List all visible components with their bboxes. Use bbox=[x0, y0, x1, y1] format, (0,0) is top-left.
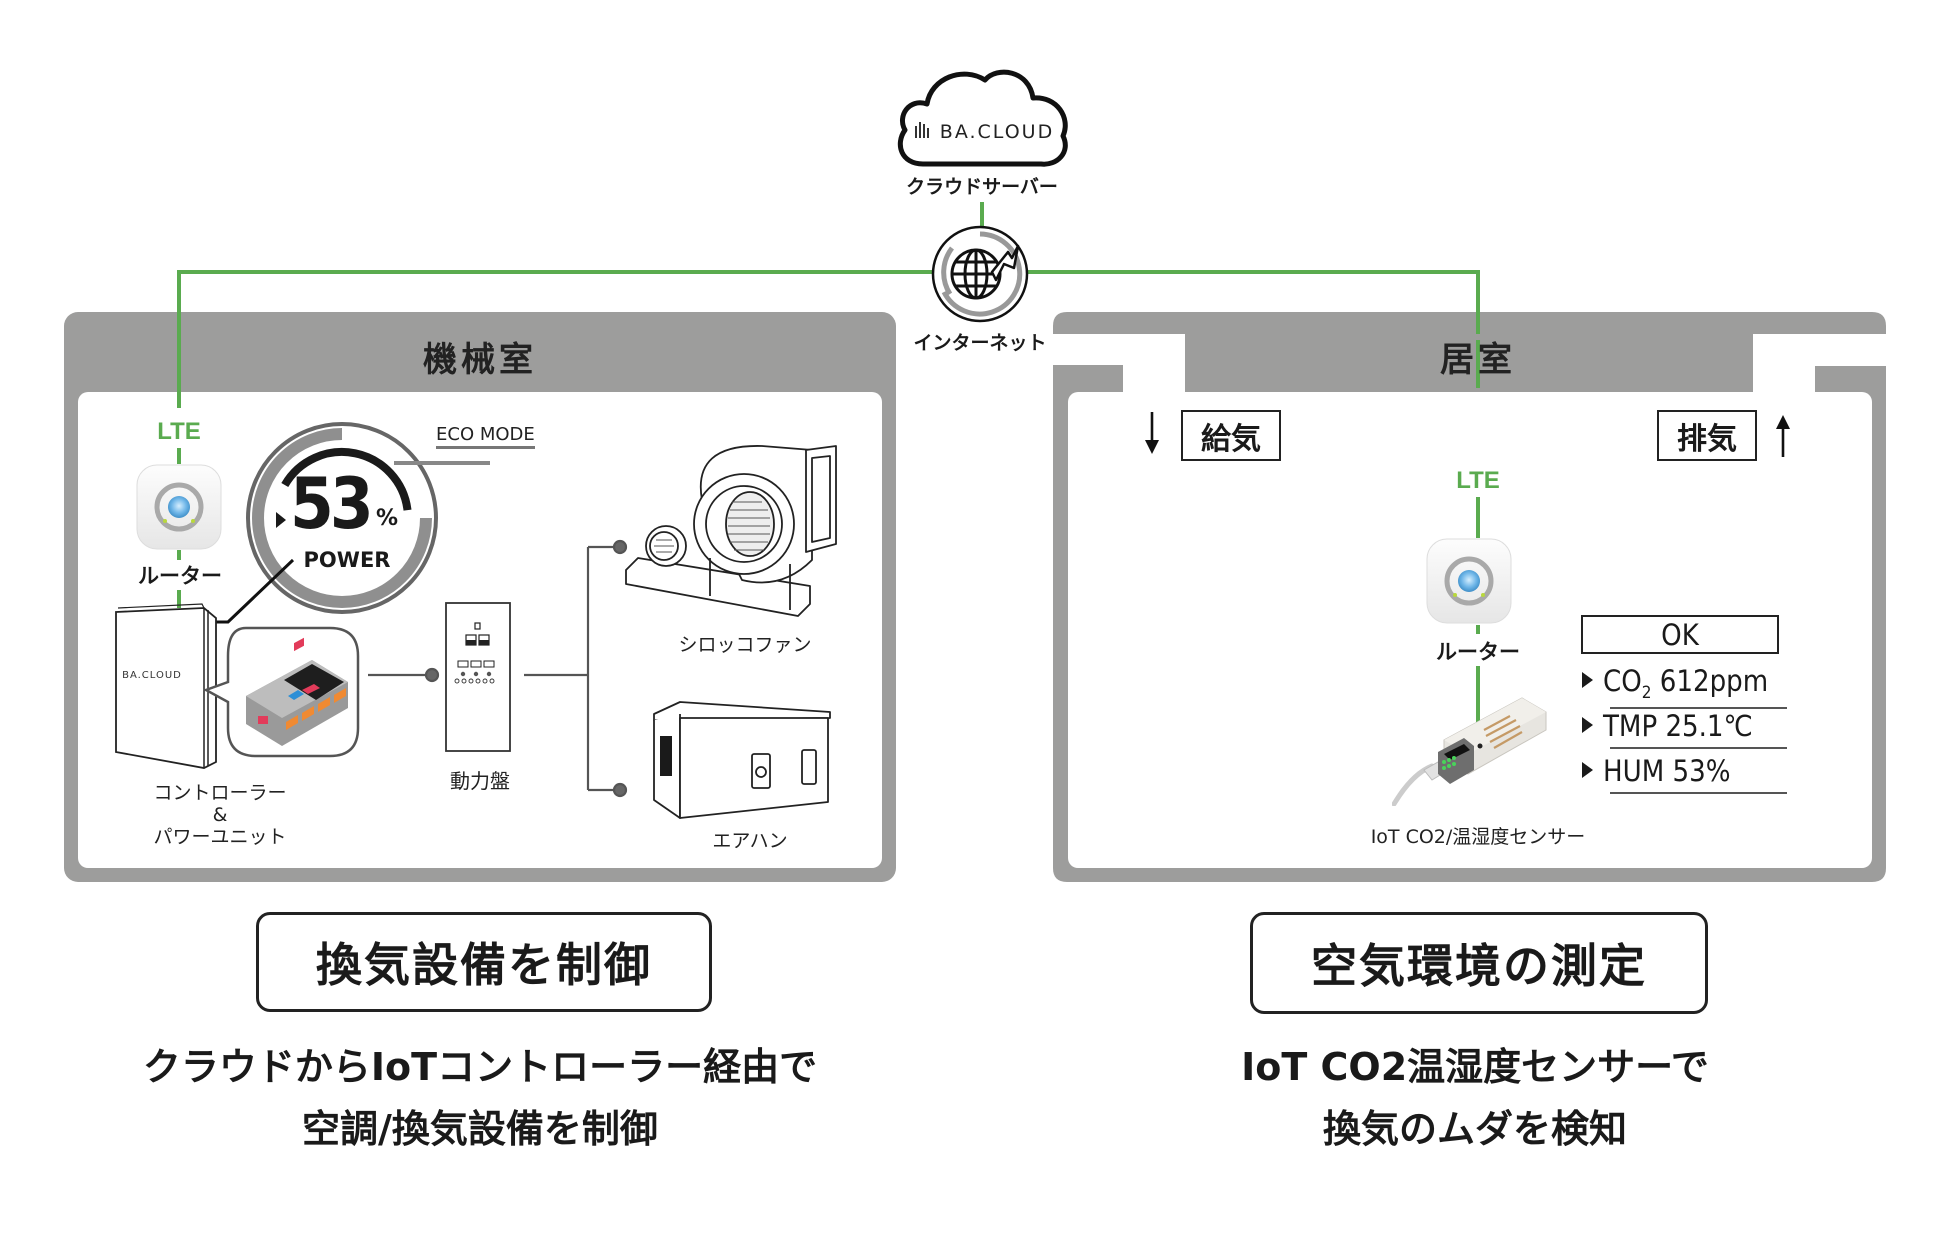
sirocco-fan-icon bbox=[625, 445, 837, 617]
controller-label-line2: & bbox=[212, 804, 228, 826]
internet-label: インターネット bbox=[913, 332, 1047, 354]
controller-device-icon bbox=[246, 637, 348, 746]
reading-co2-value: 612ppm bbox=[1651, 664, 1769, 698]
bullet-triangle-icon bbox=[1582, 717, 1593, 733]
eco-mode-label: ECO MODE bbox=[436, 424, 535, 449]
reading-underline bbox=[1610, 747, 1787, 749]
exhaust-air-label: 排気 bbox=[1657, 410, 1757, 461]
internet-globe-icon bbox=[931, 225, 1029, 323]
router-icon bbox=[136, 464, 222, 550]
living-room-router[interactable] bbox=[1425, 537, 1513, 625]
reading-co2: CO2 612ppm bbox=[1582, 664, 1787, 709]
right-feature-title: 空気環境の測定 bbox=[1250, 912, 1708, 1014]
living-room-lte-label: LTE bbox=[1438, 467, 1518, 495]
sirocco-fan-label: シロッコファン bbox=[678, 634, 812, 656]
power-panel-label: 動力盤 bbox=[450, 769, 510, 793]
left-feature-desc-line2: 空調/換気設備を制御 bbox=[302, 1107, 658, 1151]
bullet-triangle-icon bbox=[1582, 762, 1593, 778]
power-panel-icon bbox=[445, 602, 511, 752]
bullet-triangle-icon bbox=[1582, 672, 1593, 688]
reading-co2-subscript: 2 bbox=[1641, 682, 1652, 703]
power-gauge bbox=[246, 422, 438, 614]
supply-air-label: 給気 bbox=[1181, 410, 1281, 461]
co2-sensor-icon bbox=[1392, 697, 1547, 806]
living-room-title-text: 居室 bbox=[1440, 340, 1516, 380]
gauge-value-number: 53 bbox=[290, 463, 374, 545]
gauge-value-unit: % bbox=[376, 506, 399, 531]
controller-label-line1: コントローラー bbox=[153, 782, 287, 804]
machine-room-router-label: ルーター bbox=[138, 564, 222, 588]
reading-humidity: HUM 53% bbox=[1582, 754, 1787, 794]
living-room-router-label: ルーター bbox=[1418, 636, 1538, 666]
left-feature-title: 換気設備を制御 bbox=[256, 912, 712, 1012]
wire-node-panel bbox=[424, 667, 440, 683]
cloud-server-icon: BA.CLOUD bbox=[898, 69, 1068, 167]
reading-temperature-value: TMP 25.1℃ bbox=[1603, 709, 1753, 743]
gauge-caption: POWER bbox=[303, 548, 391, 572]
equipment-wiring bbox=[368, 539, 628, 798]
right-feature-desc-line1: IoT CO2温湿度センサーで bbox=[1241, 1045, 1709, 1089]
gauge-value-arc bbox=[281, 448, 412, 511]
reading-underline bbox=[1610, 706, 1787, 709]
controller-logo-text: BA.CLOUD bbox=[122, 670, 182, 681]
gauge-value: 53 % bbox=[290, 466, 410, 542]
router-icon bbox=[1426, 538, 1512, 624]
exhaust-arrow-up-icon bbox=[1776, 415, 1790, 457]
link-internet-left bbox=[177, 270, 932, 408]
air-handler-icon bbox=[653, 701, 831, 819]
machine-room-router[interactable] bbox=[135, 463, 223, 551]
reading-humidity-value: HUM 53% bbox=[1603, 754, 1731, 788]
left-feature-desc-line1: クラウドからIoTコントローラー経由で bbox=[142, 1045, 818, 1089]
controller-label: コントローラー & パワーユニット bbox=[120, 782, 320, 848]
air-status-badge: OK bbox=[1581, 615, 1779, 654]
supply-arrow-down-icon bbox=[1145, 412, 1159, 454]
reading-underline bbox=[1610, 792, 1787, 794]
cloud-logo-text: BA.CLOUD bbox=[940, 121, 1054, 143]
cloud-server-label: クラウドサーバー bbox=[906, 176, 1058, 198]
right-feature-desc-line2: 換気のムダを検知 bbox=[1322, 1107, 1627, 1151]
air-handler-label: エアハン bbox=[712, 830, 788, 852]
link-internet-right bbox=[1028, 270, 1480, 388]
wire-node-airhandler bbox=[612, 782, 628, 798]
gauge-pointer-icon bbox=[276, 512, 286, 528]
controller-label-line3: パワーユニット bbox=[153, 826, 287, 848]
reading-co2-label: CO bbox=[1603, 664, 1642, 698]
ba-cloud-logo-icon bbox=[915, 122, 929, 138]
controller-device-callout bbox=[202, 626, 360, 758]
machine-room-lte-label: LTE bbox=[157, 418, 201, 445]
living-room-interior bbox=[1068, 392, 1872, 868]
machine-room-title: 機械室 bbox=[423, 340, 537, 380]
wire-node-fan bbox=[612, 539, 628, 555]
co2-sensor-label: IoT CO2/温湿度センサー bbox=[1370, 826, 1586, 848]
reading-temperature: TMP 25.1℃ bbox=[1582, 709, 1787, 749]
network-links bbox=[177, 202, 1480, 732]
